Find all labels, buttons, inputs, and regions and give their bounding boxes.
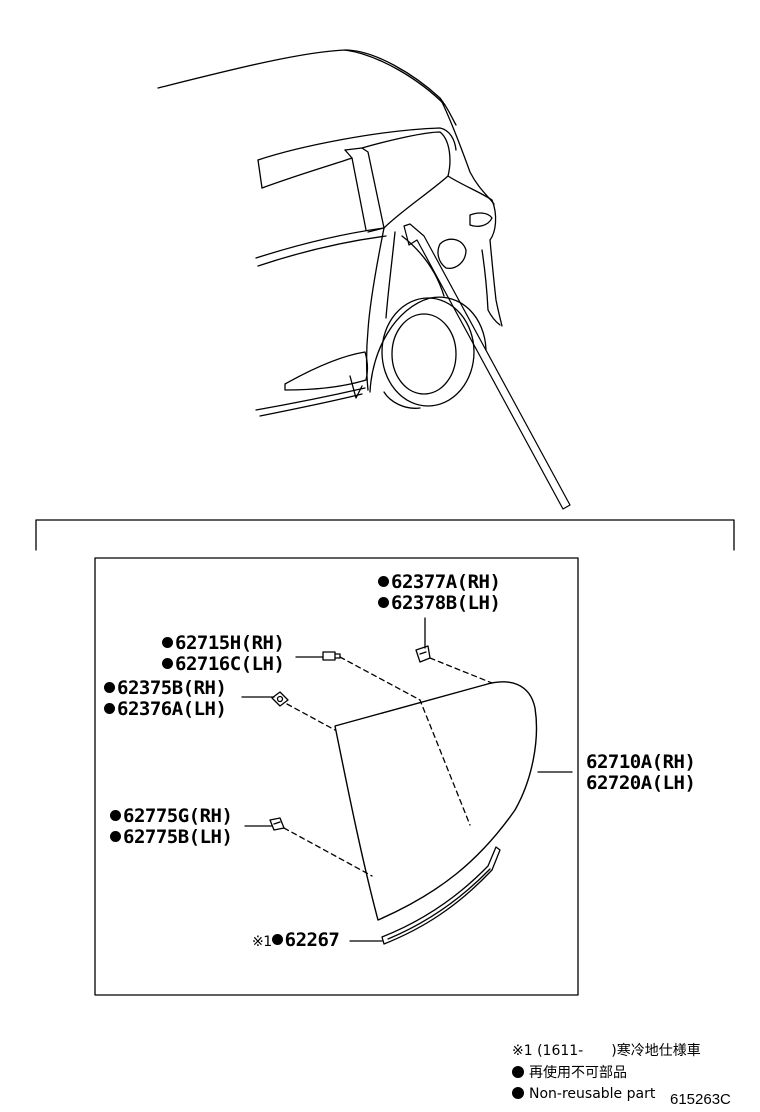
label-62378-lh: 62378B(LH) — [378, 593, 501, 614]
label-62716-lh: 62716C(LH) — [162, 654, 285, 675]
label-62376-lh: 62376A(LH) — [104, 699, 227, 720]
clip-62775 — [269, 817, 285, 831]
non-reusable-dot-icon — [110, 810, 121, 821]
note-cold-region: ※1 (1611- )寒冷地仕様車 — [512, 1043, 701, 1059]
non-reusable-dot-icon — [110, 831, 121, 842]
non-reusable-dot-icon — [378, 597, 389, 608]
non-reusable-dot-icon — [512, 1087, 524, 1099]
label-62775g-rh: 62775G(RH) — [110, 806, 233, 827]
non-reusable-dot-icon — [271, 934, 283, 945]
non-reusable-dot-icon — [104, 682, 115, 693]
non-reusable-dot-icon — [512, 1066, 524, 1078]
label-62775b-lh: 62775B(LH) — [110, 827, 233, 848]
label-62710-rh: 62710A(RH) — [586, 751, 696, 773]
label-62715-rh: 62715H(RH) — [162, 633, 285, 654]
non-reusable-dot-icon — [104, 703, 115, 714]
non-reusable-dot-icon — [162, 658, 173, 669]
note-non-reusable-en: Non-reusable part — [512, 1084, 655, 1104]
group-bracket — [35, 519, 735, 551]
non-reusable-dot-icon — [162, 637, 173, 648]
label-62377-rh: 62377A(RH) — [378, 572, 501, 593]
assembly-lines — [283, 656, 493, 877]
clip-62715 — [322, 651, 341, 661]
label-62375-rh: 62375B(RH) — [104, 678, 227, 699]
clip-62377 — [415, 645, 431, 663]
vehicle-illustration — [157, 49, 571, 510]
clip-62375 — [271, 691, 289, 707]
leader-lines — [241, 617, 573, 942]
note-non-reusable-jp: 再使用不可部品 — [512, 1063, 627, 1083]
non-reusable-dot-icon — [378, 576, 389, 587]
weatherstrip-62267 — [381, 846, 501, 945]
quarter-glass — [334, 681, 538, 921]
detail-frame — [94, 557, 579, 996]
figure-code: 615263C — [670, 1091, 731, 1108]
label-62720-lh: 62720A(LH) — [586, 772, 696, 794]
